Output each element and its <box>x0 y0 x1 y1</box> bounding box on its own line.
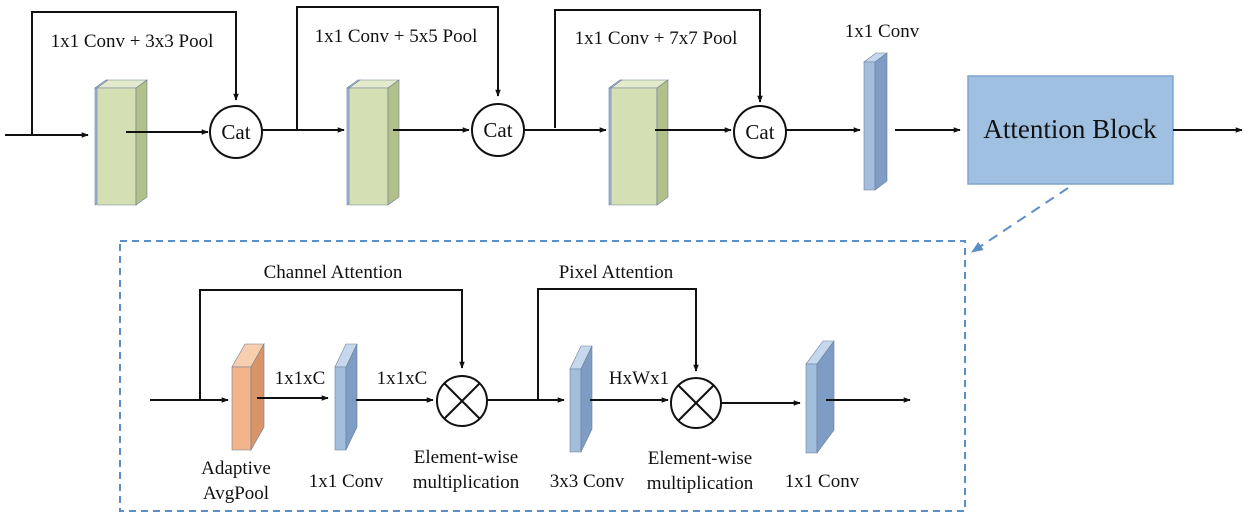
detail-connector-arrow <box>971 187 1069 253</box>
cat-node-1 <box>209 105 263 159</box>
conv-1x1-b-label: 1x1 Conv <box>785 471 860 492</box>
elementwise-a-label-1: Element-wise <box>414 447 518 468</box>
adaptive-label-2: AvgPool <box>203 483 269 504</box>
multiply-node-b <box>670 377 722 429</box>
adaptive-label-1: Adaptive <box>201 458 271 479</box>
shape-label-2: 1x1xC <box>377 368 428 389</box>
multiply-node-a <box>436 375 488 427</box>
skip-connection-1 <box>31 11 239 135</box>
attention-block-label: Attention Block <box>983 114 1157 144</box>
stage-1: 1x1 Conv + 3x3 Pool Cat <box>5 11 345 206</box>
elementwise-b-label-1: Element-wise <box>648 448 752 469</box>
conv-pool-block-1 <box>94 79 148 206</box>
attention-detail-box <box>119 240 966 512</box>
skip-connection-2 <box>296 6 501 130</box>
final-conv: 1x1 Conv <box>845 21 961 191</box>
detail-conv-3x3 <box>569 345 593 453</box>
shape-label-1: 1x1xC <box>275 368 326 389</box>
attention-block-box <box>967 75 1174 185</box>
cat-label-2: Cat <box>483 118 512 142</box>
channel-attention-skip <box>199 289 465 400</box>
detail-conv-1x1-b <box>805 340 835 454</box>
pixel-attention-label: Pixel Attention <box>559 262 674 283</box>
cat-label-3: Cat <box>745 120 774 144</box>
stage-3: 1x1 Conv + 7x7 Pool Cat <box>554 9 861 206</box>
elementwise-a-label-2: multiplication <box>413 472 520 493</box>
final-conv-label: 1x1 Conv <box>845 21 920 42</box>
channel-attention-label: Channel Attention <box>264 262 403 283</box>
skip-label-2: 1x1 Conv + 5x5 Pool <box>315 26 478 47</box>
conv-1x1-a-label: 1x1 Conv <box>309 471 384 492</box>
elementwise-b-label-2: multiplication <box>647 473 754 494</box>
skip-connection-3 <box>554 9 763 128</box>
skip-label-3: 1x1 Conv + 7x7 Pool <box>575 28 738 49</box>
detail-conv-1x1-a <box>334 343 358 451</box>
cat-node-3 <box>733 105 787 159</box>
conv-pool-block-2 <box>346 79 400 206</box>
pixel-attention-skip <box>537 288 699 400</box>
cat-label-1: Cat <box>221 120 250 144</box>
attention-block: Attention Block <box>967 75 1243 185</box>
shape-label-3: HxWx1 <box>609 368 669 389</box>
stage-2: 1x1 Conv + 5x5 Pool Cat <box>296 6 607 206</box>
conv-3x3-label: 3x3 Conv <box>550 471 625 492</box>
conv-pool-block-3 <box>608 79 669 206</box>
skip-label-1: 1x1 Conv + 3x3 Pool <box>51 31 214 52</box>
